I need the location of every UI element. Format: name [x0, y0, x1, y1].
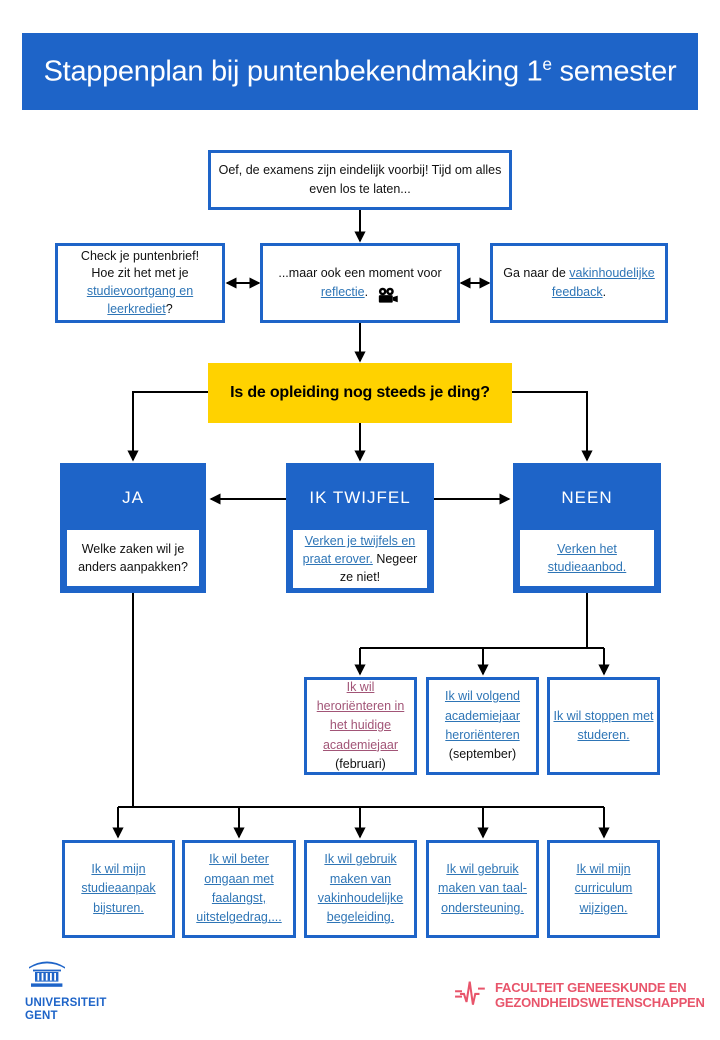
faculty-name-line2: GEZONDHEIDSWETENSCHAPPEN — [495, 995, 705, 1010]
ugent-temple-icon — [29, 961, 65, 987]
branch-twijfel-label: IK TWIJFEL — [309, 488, 411, 507]
check-suffix: ? — [165, 301, 173, 316]
herorienteren-huidig-note: (februari) — [335, 757, 386, 772]
intro-text: Oef, de examens zijn eindelijk voorbij! … — [218, 163, 502, 196]
check-line1: Check je puntenbrief! — [80, 248, 200, 263]
option-faalangst: Ik wil beter omgaan met faalangst, uitst… — [182, 840, 296, 938]
reflectie-link[interactable]: reflectie — [320, 285, 365, 299]
reflect-text: ...maar ook een moment voor — [278, 266, 442, 281]
branch-twijfel-body: Negeer ze niet! — [339, 552, 418, 585]
page-title: Stappenplan bij puntenbekendmaking 1e se… — [43, 54, 677, 88]
option-herorienteren-huidig: Ik wil heroriënteren in het huidige acad… — [304, 677, 417, 775]
vakinhoudelijke-begeleiding-link[interactable]: Ik wil gebruik maken van vakinhoudelijke… — [317, 852, 404, 925]
feedback-box: Ga naar de vakinhoudelijke feedback. — [490, 243, 668, 323]
option-herorienteren-volgend: Ik wil volgend academiejaar heroriëntere… — [426, 677, 539, 775]
branch-neen-label: NEEN — [561, 488, 613, 507]
herorienteren-huidig-link[interactable]: Ik wil heroriënteren in het huidige acad… — [316, 679, 405, 752]
verken-twijfels-link[interactable]: Verken je twijfels en praat erover. — [302, 534, 416, 567]
studievoortgang-leerkrediet-link[interactable]: studievoortgang en leerkrediet — [86, 284, 194, 316]
ugent-logo: UNIVERSITEIT GENT — [25, 957, 107, 1023]
faalangst-link[interactable]: Ik wil beter omgaan met faalangst, uitst… — [196, 852, 282, 925]
option-curriculum: Ik wil mijn curriculum wijzigen. — [547, 840, 660, 938]
university-name-line2: GENT — [25, 1010, 58, 1023]
intro-box: Oef, de examens zijn eindelijk voorbij! … — [208, 150, 512, 210]
reflectie-box: ...maar ook een moment voor reflectie. — [260, 243, 460, 323]
vakinhoudelijke-feedback-link[interactable]: vakinhoudelijke feedback — [551, 266, 655, 299]
option-stoppen: Ik wil stoppen met studeren. — [547, 677, 660, 775]
curriculum-link[interactable]: Ik wil mijn curriculum wijzigen. — [574, 861, 633, 915]
check-line2: Hoe zit het met je — [91, 266, 189, 281]
reflect-suffix: . — [364, 285, 369, 299]
verken-studieaanbod-link[interactable]: Verken het studieaanbod. — [547, 541, 627, 574]
check-puntenbrief-box: Check je puntenbrief! Hoe zit het met je… — [55, 243, 225, 323]
herorienteren-volgend-link[interactable]: Ik wil volgend academiejaar heroriëntere… — [444, 689, 521, 742]
movie-camera-icon[interactable] — [377, 287, 399, 304]
university-name-line1: UNIVERSITEIT — [25, 997, 107, 1009]
option-studieaanpak: Ik wil mijn studieaanpak bijsturen. — [62, 840, 175, 938]
taalondersteuning-link[interactable]: Ik wil gebruik maken van taal-ondersteun… — [438, 861, 527, 915]
option-vakinhoudelijke-begeleiding: Ik wil gebruik maken van vakinhoudelijke… — [304, 840, 417, 938]
branch-ja-label: JA — [122, 488, 144, 507]
title-bar: Stappenplan bij puntenbekendmaking 1e se… — [22, 33, 698, 110]
stoppen-link[interactable]: Ik wil stoppen met studeren. — [553, 708, 654, 742]
branch-neen: NEEN Verken het studieaanbod. — [513, 463, 661, 593]
branch-ja: JA Welke zaken wil je anders aanpakken? — [60, 463, 206, 593]
option-taalondersteuning: Ik wil gebruik maken van taal-ondersteun… — [426, 840, 539, 938]
herorienteren-volgend-note: (september) — [448, 747, 517, 762]
studieaanpak-link[interactable]: Ik wil mijn studieaanpak bijsturen. — [81, 861, 156, 915]
feedback-prefix: Ga naar de — [503, 266, 570, 281]
feedback-suffix: . — [602, 285, 607, 299]
question-box: Is de opleiding nog steeds je ding? — [208, 363, 512, 423]
heartbeat-icon — [455, 981, 485, 1005]
faculty-logo: FACULTEIT GENEESKUNDE EN GEZONDHEIDSWETE… — [455, 979, 705, 1011]
faculty-name-line1: FACULTEIT GENEESKUNDE EN — [495, 979, 687, 995]
question-text: Is de opleiding nog steeds je ding? — [230, 384, 490, 401]
branch-ja-body: Welke zaken wil je anders aanpakken? — [78, 541, 188, 574]
branch-ik-twijfel: IK TWIJFEL Verken je twijfels en praat e… — [286, 463, 434, 593]
